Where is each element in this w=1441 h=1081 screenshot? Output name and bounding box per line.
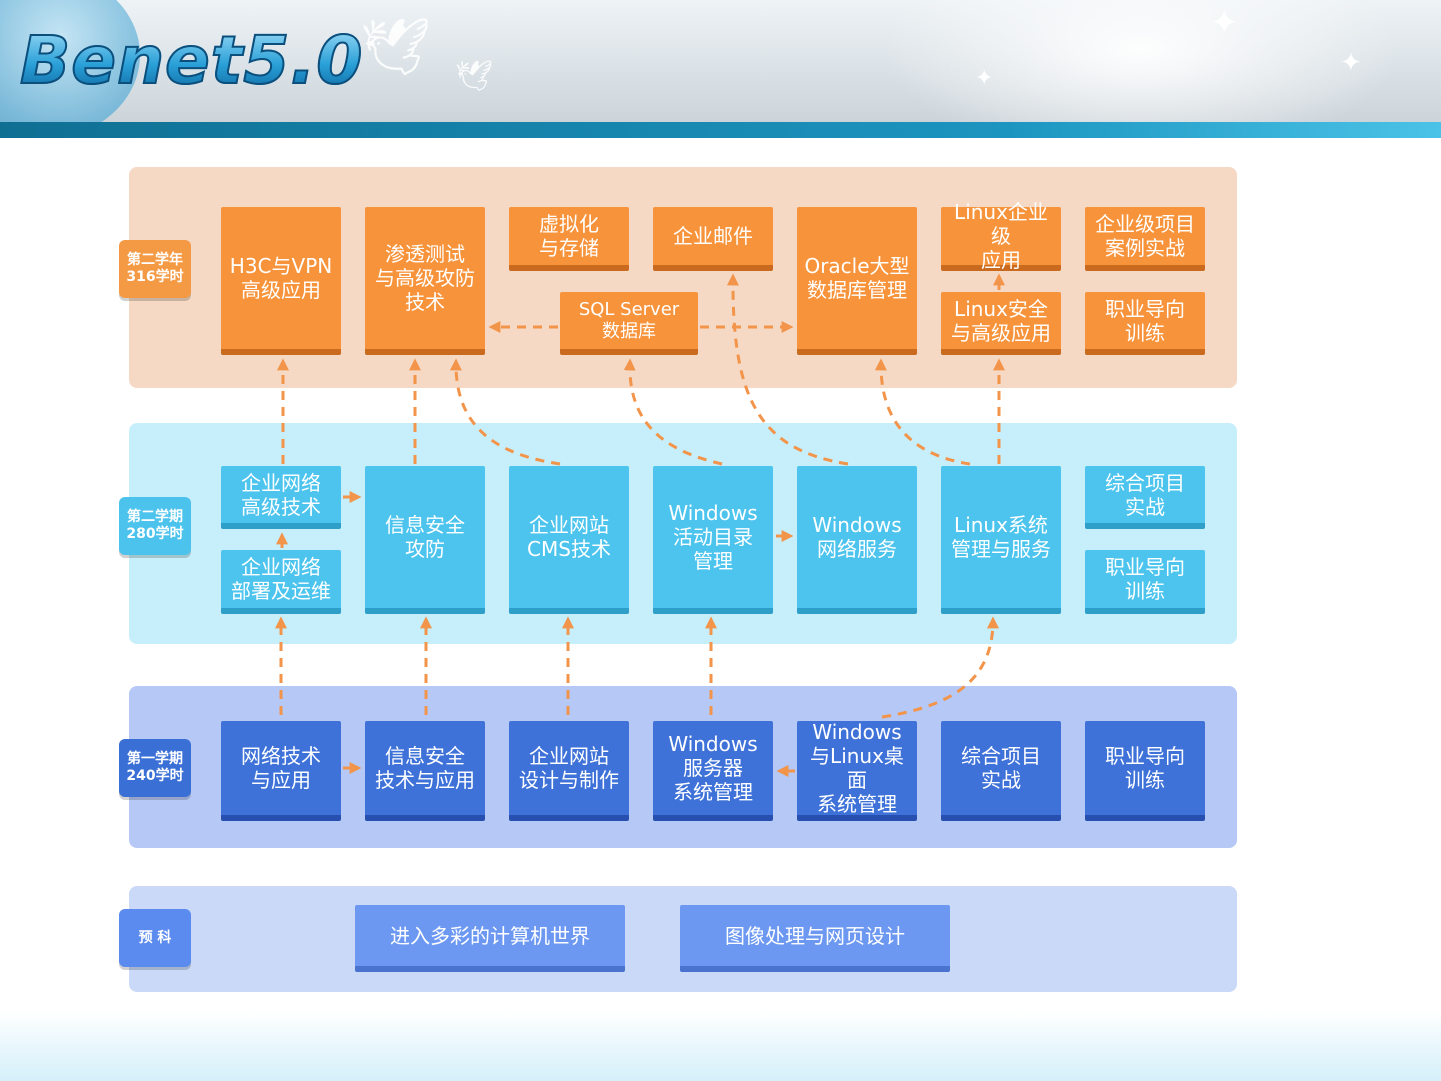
stage-name: 第二学年 [127,252,183,268]
course-network-tech[interactable]: 网络技术 与应用 [221,721,341,821]
course-windows-network[interactable]: Windows 网络服务 [797,466,917,614]
course-windows-ad[interactable]: Windows 活动目录 管理 [653,466,773,614]
stage-hours: 280学时 [126,526,184,542]
course-network-advanced[interactable]: 企业网络 高级技术 [221,466,341,529]
course-image-web-design[interactable]: 图像处理与网页设计 [680,905,950,972]
stage-hours: 316学时 [126,269,184,285]
course-enterprise-project[interactable]: 企业级项目 案例实战 [1085,207,1205,271]
course-project-sem1[interactable]: 综合项目 实战 [941,721,1061,821]
stage-name: 第一学期 [127,751,183,767]
course-linux-admin[interactable]: Linux系统 管理与服务 [941,466,1061,614]
course-website-cms[interactable]: 企业网站 CMS技术 [509,466,629,614]
course-career-training-year2[interactable]: 职业导向 训练 [1085,292,1205,355]
light-glow [881,0,1401,138]
course-virtualization[interactable]: 虚拟化 与存储 [509,207,629,271]
dove-icon: 🕊 [360,15,432,80]
stage-name: 第二学期 [127,509,183,525]
stage-label-second-year: 第二学年 316学时 [119,240,191,298]
stage-hours: 240学时 [126,768,184,784]
course-career-training-sem2[interactable]: 职业导向 训练 [1085,550,1205,614]
sparkle-icon: ✦ [1210,3,1239,43]
benet-logo: Benet5.0 [19,21,364,100]
course-network-deploy[interactable]: 企业网络 部署及运维 [221,550,341,614]
course-infosec-attack[interactable]: 信息安全 攻防 [365,466,485,614]
footer-gradient [0,1011,1441,1081]
header-stripe [0,122,1441,138]
course-linux-security[interactable]: Linux安全 与高级应用 [941,292,1061,355]
course-project-sem2[interactable]: 综合项目 实战 [1085,466,1205,529]
course-linux-enterprise[interactable]: Linux企业级 应用 [941,200,1061,272]
stage-label-second-semester: 第二学期 280学时 [119,497,191,555]
stage-label-first-semester: 第一学期 240学时 [119,739,191,797]
stage-name: 预 科 [138,929,172,946]
course-website-design[interactable]: 企业网站 设计与制作 [509,721,629,821]
course-career-training-sem1[interactable]: 职业导向 训练 [1085,721,1205,821]
course-windows-server[interactable]: Windows 服务器 系统管理 [653,721,773,821]
header-banner: 🕊 🕊 ✦ ✦ ✦ Benet5.0 [0,0,1441,138]
course-sql-server[interactable]: SQL Server 数据库 [560,292,698,355]
sparkle-icon: ✦ [975,66,994,91]
stage-label-preparatory: 预 科 [119,909,191,967]
course-computer-world[interactable]: 进入多彩的计算机世界 [355,905,625,972]
sparkle-icon: ✦ [1340,48,1362,78]
course-pentest[interactable]: 渗透测试 与高级攻防 技术 [365,207,485,355]
course-infosec-tech[interactable]: 信息安全 技术与应用 [365,721,485,821]
course-windows-linux-desktop[interactable]: Windows 与Linux桌面 系统管理 [797,720,917,821]
course-enterprise-mail[interactable]: 企业邮件 [653,207,773,271]
course-oracle[interactable]: Oracle大型 数据库管理 [797,207,917,355]
dove-small-icon: 🕊 [455,59,494,94]
course-h3c-vpn[interactable]: H3C与VPN 高级应用 [221,207,341,355]
